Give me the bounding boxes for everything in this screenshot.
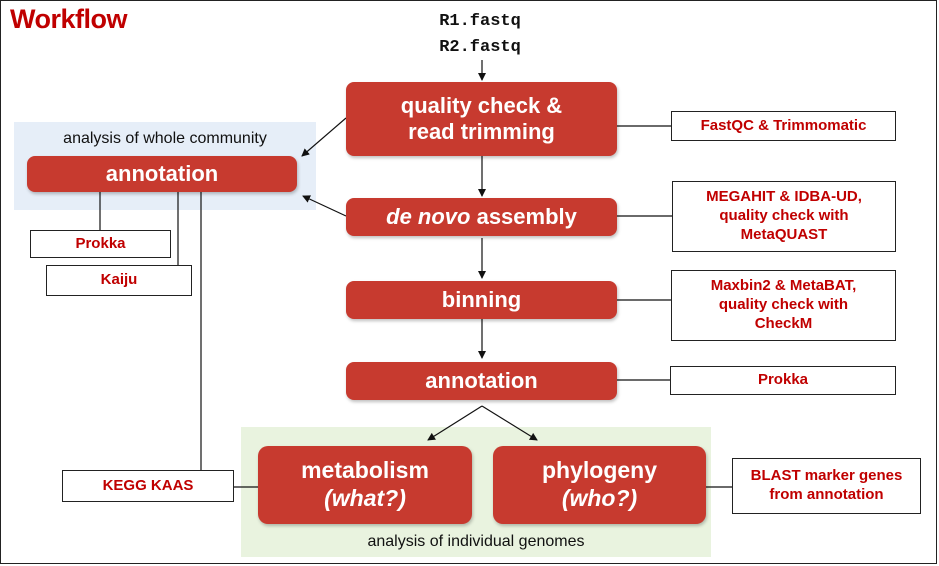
step-phylogeny[interactable]: phylogeny (who?) [493,446,706,524]
step-assembly-rest: assembly [470,203,577,229]
tool-fastqc-trimmomatic[interactable]: FastQC & Trimmomatic [671,111,896,141]
tool-kaiju[interactable]: Kaiju [46,265,192,296]
step-quality-line1: quality check & [400,92,563,118]
diagram-title: Workflow [10,4,128,34]
step-quality-check[interactable]: quality check & read trimming [346,82,617,156]
community-region-label: analysis of whole community [63,130,267,147]
tool-megahit-line1: MEGAHIT & IDBA-UD, [706,188,862,206]
step-binning-label: binning [441,286,522,312]
tool-megahit-line2: quality check with [719,207,849,225]
arrow-assembly-to-community-annotation [302,195,347,217]
arrow-annotation-to-phylogeny [481,405,538,441]
step-quality-line2: read trimming [408,119,555,144]
arrow-annotation-to-metabolism [427,405,483,441]
tool-blast-marker-genes[interactable]: BLAST marker genes from annotation [732,458,921,514]
step-community-annotation-label: annotation [105,160,219,186]
tool-kegg-label: KEGG KAAS [102,476,194,494]
step-de-novo-assembly[interactable]: de novo assembly [346,198,617,236]
tool-blast-line2: from annotation [769,486,884,503]
tool-maxbin-line3: CheckM [754,314,813,332]
tool-prokka-main[interactable]: Prokka [670,366,896,395]
tool-prokka-main-label: Prokka [757,371,809,389]
step-community-annotation[interactable]: annotation [27,156,297,192]
step-phylogeny-line2: (who?) [561,485,638,511]
tool-kaiju-label: Kaiju [100,271,138,289]
tool-kegg-kaas[interactable]: KEGG KAAS [62,470,234,502]
arrow-quality-to-community-annotation [301,117,347,157]
tool-maxbin-metabat[interactable]: Maxbin2 & MetaBAT, quality check with Ch… [671,270,896,341]
tool-prokka-community[interactable]: Prokka [30,230,171,258]
genomes-region-label: analysis of individual genomes [367,533,585,550]
tool-megahit-idba[interactable]: MEGAHIT & IDBA-UD, quality check with Me… [672,181,896,252]
step-metabolism-line1: metabolism [301,457,429,484]
step-phylogeny-line1: phylogeny [541,457,657,484]
step-annotation[interactable]: annotation [346,362,617,400]
tool-maxbin-line2: quality check with [718,296,849,314]
tool-fastqc-label: FastQC & Trimmomatic [700,116,867,134]
step-binning[interactable]: binning [346,281,617,319]
tool-maxbin-line1: Maxbin2 & MetaBAT, [710,277,857,295]
step-metabolism-line2: (what?) [324,485,406,511]
step-metabolism[interactable]: metabolism (what?) [258,446,472,524]
tool-megahit-line3: MetaQUAST [740,225,828,243]
input-file-r1: R1.fastq [439,12,521,31]
tool-blast-line1: BLAST marker genes [750,467,903,485]
step-assembly-italic: de novo [386,203,471,229]
step-annotation-label: annotation [425,367,538,393]
input-file-r2: R2.fastq [439,38,521,57]
tool-prokka-community-label: Prokka [75,234,126,252]
